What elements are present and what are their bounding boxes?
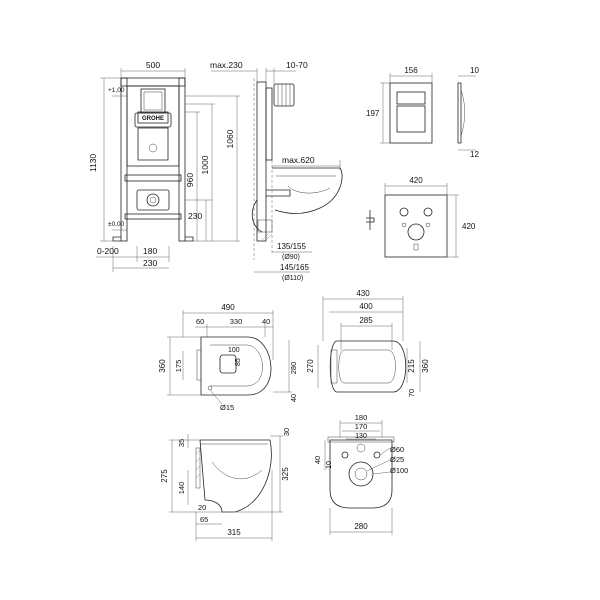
bowl-back-view: 180 170 130 Ø60 Ø25 Ø100 40 10 280 <box>313 413 408 535</box>
dim-bowlback-280: 280 <box>354 522 368 531</box>
dim-bowlback-d60: Ø60 <box>390 445 404 454</box>
dim-d110: (Ø110) <box>282 275 303 282</box>
dim-seat-430: 430 <box>356 289 370 298</box>
installation-side-view: max.230 10-70 max.620 135/155 (Ø90) 145/… <box>210 60 343 282</box>
dim-bowl-length-490: 490 <box>221 303 235 312</box>
dim-bowlside-20: 20 <box>198 503 206 512</box>
seat-top-view: 430 400 285 270 215 360 70 <box>306 289 430 397</box>
dim-0-200: 0-200 <box>97 246 119 256</box>
dim-seat-270: 270 <box>306 359 315 373</box>
bowl-top-view: 490 60 330 40 360 175 100 85 280 40 Ø15 <box>158 303 298 412</box>
dim-bowlback-180: 180 <box>355 413 368 422</box>
dim-plate-thickness-10: 10 <box>470 66 479 75</box>
dim-180: 180 <box>143 246 157 256</box>
dim-bowl-40: 40 <box>262 317 270 326</box>
dim-bowlback-10: 10 <box>326 461 333 469</box>
dim-bowl-100: 100 <box>228 347 240 354</box>
dim-plus-minus-0-00: ±0,00 <box>108 221 125 228</box>
dim-d90: (Ø90) <box>282 254 300 261</box>
flush-plate-front-view: 156 197 <box>366 66 433 144</box>
dim-max-230: max.230 <box>210 60 243 70</box>
dim-135-155: 135/155 <box>277 242 306 251</box>
bowl-side-view: 35 30 275 140 325 20 65 315 <box>160 428 291 541</box>
dim-seat-400: 400 <box>359 302 373 311</box>
installation-frame-front-view: GROHE 500 1130 +1,00 ±0,00 1060 1000 960… <box>88 60 240 272</box>
dim-10-70: 10-70 <box>286 60 308 70</box>
dim-bowlside-275: 275 <box>160 469 169 483</box>
dim-bowl-330: 330 <box>230 317 243 326</box>
dim-plate-width-156: 156 <box>404 66 418 75</box>
flush-plate-side-view: 10 12 <box>457 66 479 159</box>
dim-bowlback-d25: Ø25 <box>390 455 404 464</box>
dim-bowlback-170: 170 <box>355 422 368 431</box>
dim-plate-depth-12: 12 <box>470 150 479 159</box>
dim-mat-height-420: 420 <box>462 222 476 231</box>
dim-max-620: max.620 <box>282 155 315 165</box>
dim-mat-width-420: 420 <box>409 176 423 185</box>
dim-bowlback-130: 130 <box>355 433 367 440</box>
dim-bowlside-315: 315 <box>227 528 241 537</box>
dim-frame-width-500: 500 <box>146 60 160 70</box>
dim-seat-215: 215 <box>407 359 416 373</box>
dim-145-165: 145/165 <box>280 263 309 272</box>
dim-seat-360: 360 <box>421 359 430 373</box>
dim-frame-height-1130: 1130 <box>88 154 98 173</box>
dim-plus-1-00: +1,00 <box>108 87 125 94</box>
dim-1060: 1060 <box>225 129 235 148</box>
dim-bowlback-d100: Ø100 <box>390 466 408 475</box>
dim-bowlside-325: 325 <box>281 467 290 481</box>
dim-1000: 1000 <box>200 155 210 174</box>
insulation-mat: 420 420 <box>366 176 476 258</box>
dim-960: 960 <box>185 173 195 187</box>
dim-bowlback-40: 40 <box>313 456 322 464</box>
dim-bowl-280: 280 <box>289 362 298 375</box>
dim-bowlside-35: 35 <box>177 439 186 447</box>
dim-230-vertical: 230 <box>188 211 202 221</box>
dim-seat-70: 70 <box>407 389 416 397</box>
dim-bowl-40-right: 40 <box>289 394 298 402</box>
dim-bowlside-140: 140 <box>177 482 186 495</box>
brand-logo: GROHE <box>142 116 164 122</box>
dim-bowl-width-360: 360 <box>158 359 167 373</box>
dim-plate-height-197: 197 <box>366 109 380 118</box>
dim-bowl-60: 60 <box>196 317 204 326</box>
dim-bowl-d15: Ø15 <box>220 403 234 412</box>
dim-bowl-175: 175 <box>174 360 183 373</box>
dim-seat-285: 285 <box>359 316 373 325</box>
dim-bowlside-30: 30 <box>282 428 291 436</box>
dim-bowl-85: 85 <box>235 358 242 366</box>
dim-bowlside-65: 65 <box>200 515 208 524</box>
dim-230-horizontal: 230 <box>143 258 157 268</box>
